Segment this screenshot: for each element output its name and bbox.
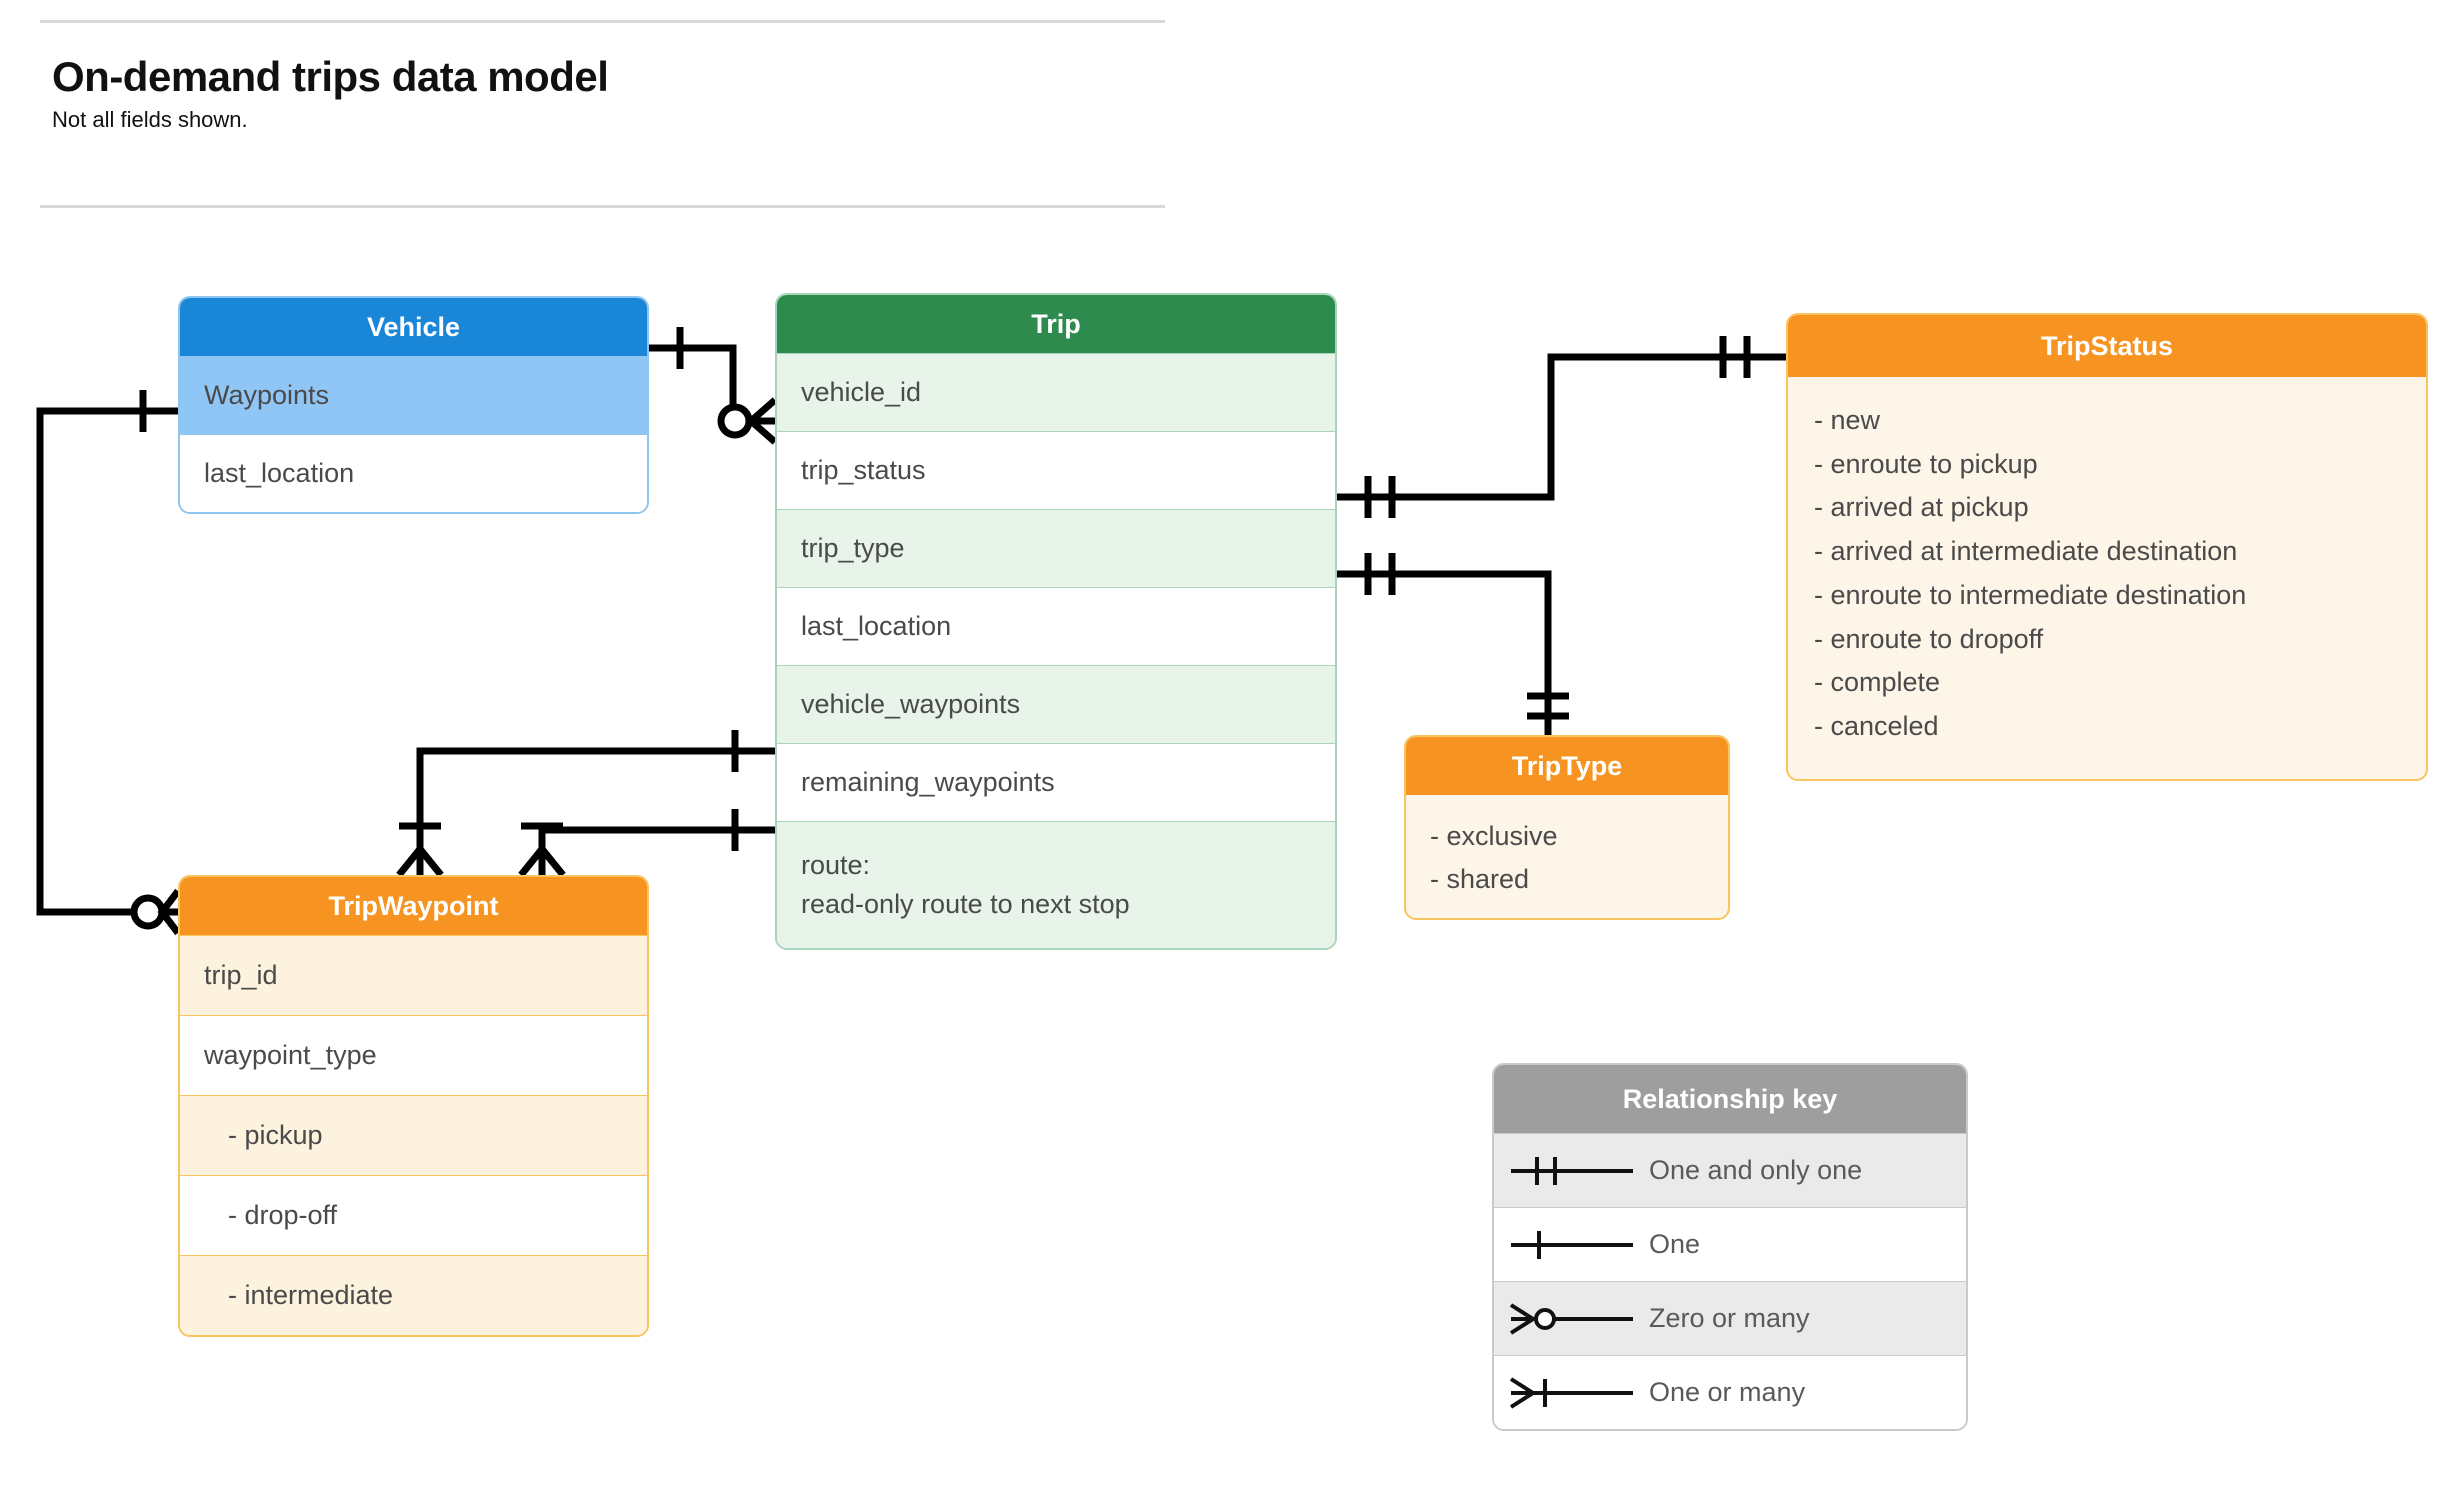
- entity-trip-status-values: - new - enroute to pickup - arrived at p…: [1788, 377, 2426, 779]
- entity-trip-type[interactable]: TripType - exclusive - shared: [1404, 735, 1730, 921]
- field-trip-remaining-waypoints[interactable]: remaining_waypoints: [777, 743, 1335, 821]
- crow-foot-tripwaypoint-left: [157, 888, 181, 936]
- wire-trip-status: [1333, 353, 1786, 501]
- field-trip-vehicle-id[interactable]: vehicle_id: [777, 353, 1335, 431]
- legend-label-one-and-only-one: One and only one: [1649, 1155, 1863, 1185]
- legend-row-one[interactable]: One: [1494, 1207, 1966, 1281]
- field-tripwaypoint-waypoint-type[interactable]: waypoint_type: [180, 1015, 647, 1095]
- wire-trip-type: [1333, 570, 1552, 735]
- page-title: On-demand trips data model: [52, 53, 609, 100]
- crow-foot-trip-vehicleid: [745, 397, 778, 445]
- field-trip-last-location[interactable]: last_location: [777, 587, 1335, 665]
- one-icon: [1494, 1225, 1649, 1265]
- field-trip-trip-status[interactable]: trip_status: [777, 431, 1335, 509]
- entity-trip-status[interactable]: TripStatus - new - enroute to pickup - a…: [1786, 313, 2428, 781]
- value-trip-status-canceled: - canceled: [1814, 711, 1939, 742]
- value-trip-status-arrived-intermediate: - arrived at intermediate destination: [1814, 536, 2238, 567]
- value-trip-status-arrived-pickup: - arrived at pickup: [1814, 492, 2029, 523]
- crow-foot-tripwaypoint-a: [396, 843, 444, 878]
- zero-or-many-icon: [1494, 1299, 1649, 1339]
- value-waypoint-type-intermediate: - intermediate: [180, 1255, 647, 1335]
- field-trip-route-label: route:: [801, 849, 871, 880]
- entity-trip-type-values: - exclusive - shared: [1406, 795, 1728, 918]
- value-trip-status-enroute-intermediate: - enroute to intermediate destination: [1814, 579, 2247, 610]
- value-trip-type-exclusive: - exclusive: [1430, 821, 1558, 851]
- header-rule-top: [40, 20, 1165, 23]
- legend-label-one-or-many: One or many: [1649, 1377, 1806, 1407]
- crow-circle-trip-vehicleid: [717, 403, 753, 439]
- legend-row-one-or-many[interactable]: One or many: [1494, 1355, 1966, 1429]
- entity-vehicle-title: Vehicle: [180, 298, 647, 356]
- value-trip-status-enroute-dropoff: - enroute to dropoff: [1814, 623, 2044, 654]
- entity-vehicle[interactable]: Vehicle Waypoints last_location: [178, 296, 649, 514]
- field-trip-trip-type[interactable]: trip_type: [777, 509, 1335, 587]
- field-trip-vehicle-waypoints[interactable]: vehicle_waypoints: [777, 665, 1335, 743]
- field-trip-route[interactable]: route: read-only route to next stop: [777, 821, 1335, 948]
- value-trip-type-shared: - shared: [1430, 863, 1530, 894]
- entity-trip[interactable]: Trip vehicle_id trip_status trip_type la…: [775, 293, 1337, 950]
- value-trip-status-complete: - complete: [1814, 667, 1941, 698]
- crow-foot-tripwaypoint-b: [518, 843, 566, 878]
- one-and-only-one-icon: [1494, 1151, 1649, 1191]
- field-tripwaypoint-trip-id[interactable]: trip_id: [180, 935, 647, 1015]
- entity-trip-type-title: TripType: [1406, 737, 1728, 795]
- legend-row-one-and-only-one[interactable]: One and only one: [1494, 1133, 1966, 1207]
- entity-trip-title: Trip: [777, 295, 1335, 353]
- header-rule-bottom: [40, 205, 1165, 208]
- page-subtitle: Not all fields shown.: [52, 107, 248, 132]
- legend-label-one: One: [1649, 1229, 1701, 1259]
- value-trip-status-enroute-pickup: - enroute to pickup: [1814, 448, 2038, 479]
- value-trip-status-new: - new: [1814, 405, 1881, 435]
- field-vehicle-waypoints[interactable]: Waypoints: [180, 356, 647, 434]
- entity-trip-waypoint[interactable]: TripWaypoint trip_id waypoint_type - pic…: [178, 875, 649, 1337]
- crow-circle-tripwaypoint-left: [130, 894, 166, 930]
- entity-trip-waypoint-title: TripWaypoint: [180, 877, 647, 935]
- wire-vehicle-trip: [645, 344, 762, 425]
- value-waypoint-type-dropoff: - drop-off: [180, 1175, 647, 1255]
- one-or-many-icon: [1494, 1373, 1649, 1413]
- legend-label-zero-or-many: Zero or many: [1649, 1303, 1810, 1333]
- entity-trip-status-title: TripStatus: [1788, 315, 2426, 377]
- relationship-key-panel[interactable]: Relationship key One and only one: [1492, 1063, 1968, 1431]
- wire-vehicle-waypoints-row: [416, 747, 775, 855]
- wire-remaining-waypoints-row: [538, 826, 775, 855]
- field-trip-route-description: read-only route to next stop: [801, 889, 1130, 919]
- wire-vehicle-waypoints-tripwaypoint: [36, 407, 178, 916]
- value-waypoint-type-pickup: - pickup: [180, 1095, 647, 1175]
- legend-row-zero-or-many[interactable]: Zero or many: [1494, 1281, 1966, 1355]
- relationship-key-title: Relationship key: [1494, 1065, 1966, 1133]
- document-header: On-demand trips data model Not all field…: [40, 20, 1165, 161]
- field-vehicle-last-location[interactable]: last_location: [180, 434, 647, 512]
